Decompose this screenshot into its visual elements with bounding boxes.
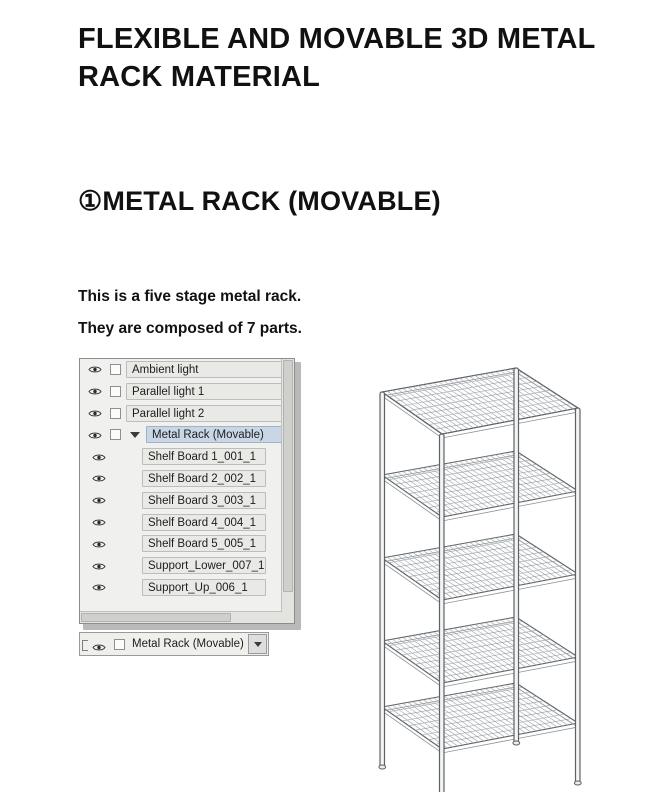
outliner-row-label[interactable]: Shelf Board 3_003_1: [142, 491, 266, 509]
visibility-checkbox[interactable]: [110, 385, 121, 397]
outliner-row-label[interactable]: Shelf Board 1_001_1: [142, 448, 266, 466]
body-text-line-2: They are composed of 7 parts.: [78, 320, 302, 337]
vertical-scrollbar-thumb[interactable]: [283, 360, 293, 592]
outliner-row[interactable]: Shelf Board 2_002_1: [80, 468, 294, 490]
outliner-row[interactable]: Parallel light 1: [80, 381, 294, 403]
outliner-row-label[interactable]: Metal Rack (Movable): [146, 426, 294, 444]
eye-icon[interactable]: [92, 540, 106, 549]
eye-icon[interactable]: [88, 387, 102, 396]
outliner-row-label[interactable]: Parallel light 2: [126, 404, 294, 422]
outliner-row-label[interactable]: Support_Up_006_1: [142, 578, 266, 596]
outliner-row[interactable]: Shelf Board 4_004_1: [80, 512, 294, 534]
outliner-row[interactable]: Shelf Board 3_003_1: [80, 490, 294, 512]
outliner-row[interactable]: Shelf Board 1_001_1: [80, 446, 294, 468]
outliner-row[interactable]: Support_Up_006_1: [80, 577, 294, 599]
outliner-row-label[interactable]: Support_Lower_007_1: [142, 557, 266, 575]
visibility-checkbox[interactable]: [110, 429, 121, 441]
outliner-row[interactable]: Support_Lower_007_1: [80, 555, 294, 577]
section-heading: ①METAL RACK (MOVABLE): [78, 186, 441, 216]
outliner-row[interactable]: Metal Rack (Movable): [80, 424, 294, 446]
panel-resize-handle[interactable]: [82, 640, 88, 651]
eye-icon[interactable]: [88, 431, 102, 440]
outliner-row-label[interactable]: Shelf Board 2_002_1: [142, 469, 266, 487]
eye-icon[interactable]: [88, 365, 102, 374]
vertical-scrollbar[interactable]: [281, 359, 294, 623]
outliner-row-label[interactable]: Ambient light: [126, 361, 294, 378]
visibility-checkbox[interactable]: [110, 364, 121, 375]
outliner-row-label[interactable]: Shelf Board 4_004_1: [142, 513, 266, 531]
outliner-row[interactable]: Ambient light: [80, 359, 294, 381]
outliner-row-label[interactable]: Parallel light 1: [126, 382, 294, 400]
body-text-line-1: This is a five stage metal rack.: [78, 288, 302, 305]
outliner-row-label[interactable]: Shelf Board 5_005_1: [142, 535, 266, 553]
visibility-checkbox[interactable]: [110, 407, 121, 419]
eye-icon[interactable]: [92, 583, 106, 592]
page-title: FLEXIBLE AND MOVABLE 3D METAL RACK MATER…: [78, 23, 596, 94]
eye-icon[interactable]: [92, 496, 106, 505]
chevron-down-icon[interactable]: [130, 432, 140, 439]
eye-icon[interactable]: [92, 518, 106, 527]
chevron-down-icon[interactable]: [248, 634, 267, 654]
outliner-row[interactable]: Parallel light 2: [80, 403, 294, 425]
eye-icon[interactable]: [92, 474, 106, 483]
object-selector-bar[interactable]: Metal Rack (Movable): [79, 632, 269, 656]
eye-icon[interactable]: [92, 453, 106, 462]
metal-rack-illustration: [320, 352, 640, 810]
eye-icon[interactable]: [92, 639, 106, 657]
horizontal-scrollbar[interactable]: [80, 611, 282, 623]
visibility-checkbox[interactable]: [114, 639, 125, 650]
horizontal-scrollbar-thumb[interactable]: [81, 613, 231, 622]
eye-icon[interactable]: [88, 409, 102, 418]
eye-icon[interactable]: [92, 562, 106, 571]
outliner-row[interactable]: Shelf Board 5_005_1: [80, 533, 294, 555]
object-selector-label: Metal Rack (Movable): [132, 638, 244, 650]
